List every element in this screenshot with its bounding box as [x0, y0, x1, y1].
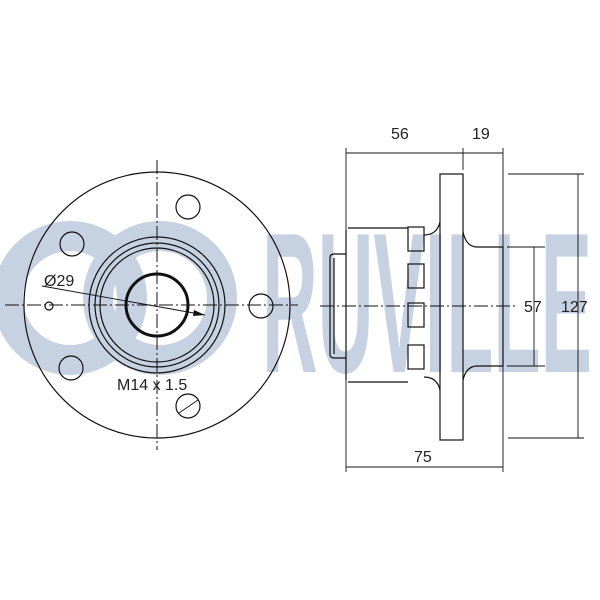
bolt-hole [248, 293, 274, 319]
flange [439, 173, 464, 441]
hub-ring-middle [94, 242, 220, 368]
bolt-hole [59, 231, 85, 257]
thread-spec-label: M14 x 1.5 [117, 377, 187, 394]
arrow-icon [193, 310, 205, 316]
bolt-hole [58, 355, 84, 381]
dim-127-label: 127 [561, 299, 588, 316]
hub-step [329, 253, 346, 359]
thread-arrow [178, 399, 199, 414]
bearing-seals [407, 221, 441, 391]
locating-hole [44, 301, 54, 311]
watermark-brand-text: RUVILLE [262, 192, 592, 415]
dim-57-label: 57 [524, 299, 542, 316]
flange-outline [23, 171, 291, 439]
hub-ring-outer [88, 236, 226, 374]
bore-circle [124, 272, 190, 338]
bolt-hole [175, 194, 201, 220]
bore-diameter-label: Ø29 [44, 273, 74, 290]
hub-ring-inner [99, 247, 215, 363]
dim-56-label: 56 [391, 126, 409, 143]
threaded-bolt-hole [175, 393, 201, 419]
ruville-logo-watermark: RUVILLE [0, 192, 592, 415]
dim-75-label: 75 [414, 449, 432, 466]
side-view: 56 19 75 57 127 [320, 126, 588, 472]
front-view: Ø29 M14 x 1.5 [5, 160, 298, 450]
bore-dimension-line [41, 285, 206, 316]
dim-19-label: 19 [472, 126, 490, 143]
